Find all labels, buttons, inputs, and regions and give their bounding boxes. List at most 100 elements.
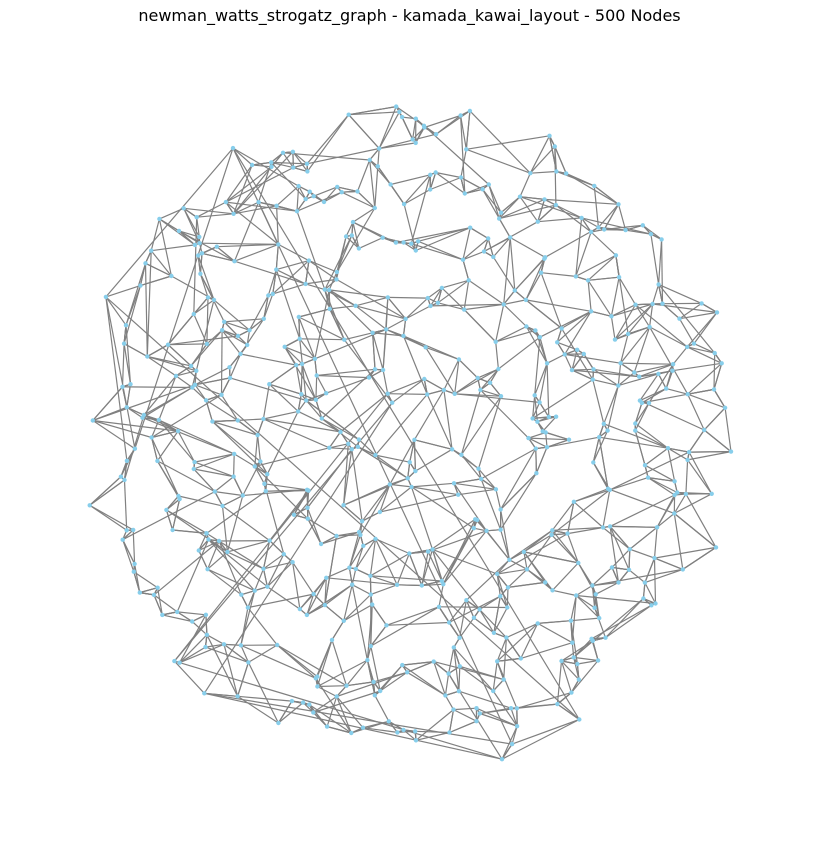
graph-node [409,484,414,490]
graph-edge [324,604,345,622]
graph-node [647,324,652,330]
graph-edge [480,389,502,397]
graph-edge [297,410,341,433]
graph-edge [246,330,251,345]
graph-node [713,545,719,550]
graph-edge [658,370,673,375]
graph-edge [713,389,726,409]
graph-node [252,588,257,593]
graph-edge [427,518,476,553]
graph-edge [275,244,279,270]
graph-node [313,397,319,402]
graph-node [538,270,544,275]
graph-edge [539,310,592,338]
graph-edge [122,386,193,389]
graph-node [203,398,209,403]
graph-node [441,387,447,393]
graph-node [175,609,180,615]
graph-edge [629,548,655,559]
graph-node [652,555,657,561]
graph-edge [207,551,228,570]
graph-edge [320,535,337,545]
graph-edge [292,562,301,610]
graph-node [570,640,575,645]
graph-edge [388,720,404,731]
graph-edge [656,512,675,528]
graph-edge [343,504,363,522]
graph-edge [240,353,297,366]
graph-node [401,201,407,207]
graph-edge [329,308,345,340]
graph-node [378,688,383,694]
graph-edge [263,295,269,319]
graph-node [699,301,704,306]
graph-edge [191,387,207,401]
graph-node [486,182,491,187]
graph-node [672,511,677,516]
graph-edge [357,190,376,209]
graph-edge [638,363,674,378]
graph-node [535,621,540,626]
graph-edge [433,661,504,681]
graph-node [523,297,529,303]
graph-edge [282,152,294,168]
graph-edge [212,420,258,436]
graph-node [371,679,376,685]
graph-edge [314,289,330,359]
graph-edge [326,696,338,727]
graph-node [203,612,209,617]
graph-node [156,417,162,423]
graph-edge [587,280,592,312]
graph-node [573,274,578,279]
graph-edge [206,297,209,344]
graph-node [296,183,301,189]
graph-node [191,466,196,472]
graph-edge [448,709,455,733]
graph-edge [402,318,407,336]
graph-edge [105,296,127,326]
graph-edge [92,384,196,422]
graph-edge [237,662,249,697]
graph-node [664,386,669,391]
graph-edge [341,190,358,193]
graph-node [305,169,310,174]
graph-node [238,351,243,357]
graph-node [435,300,441,305]
graph-node [128,382,133,387]
graph-node [311,710,316,715]
graph-edge [387,296,428,299]
graph-edge [453,647,461,667]
graph-edge [206,634,239,697]
graph-edge [639,373,659,401]
graph-edge [500,472,537,531]
graph-edge [529,146,556,174]
graph-edge [525,326,548,364]
graph-edge [355,538,377,570]
graph-edge [385,318,406,330]
graph-edge [194,366,230,386]
graph-node [327,306,332,312]
graph-node [349,233,354,238]
graph-edge [328,289,374,334]
graph-edge [92,386,123,421]
graph-edge [254,435,259,467]
graph-edge [247,662,279,724]
graph-node [571,655,576,660]
graph-node [349,730,354,736]
graph-edge [453,709,477,722]
graph-edge [614,303,654,341]
graph-edge [179,643,225,664]
graph-edge [121,386,128,408]
graph-edge [385,297,389,330]
graph-edge [313,577,327,595]
graph-node [588,309,594,314]
graph-node [247,328,252,333]
graph-edge [329,443,349,449]
graph-edge [306,593,315,616]
graph-edge [561,660,580,681]
graph-node [577,717,582,722]
graph-node [196,253,201,258]
graph-edge [382,369,389,394]
graph-edge [628,569,646,584]
graph-edge [703,407,726,431]
